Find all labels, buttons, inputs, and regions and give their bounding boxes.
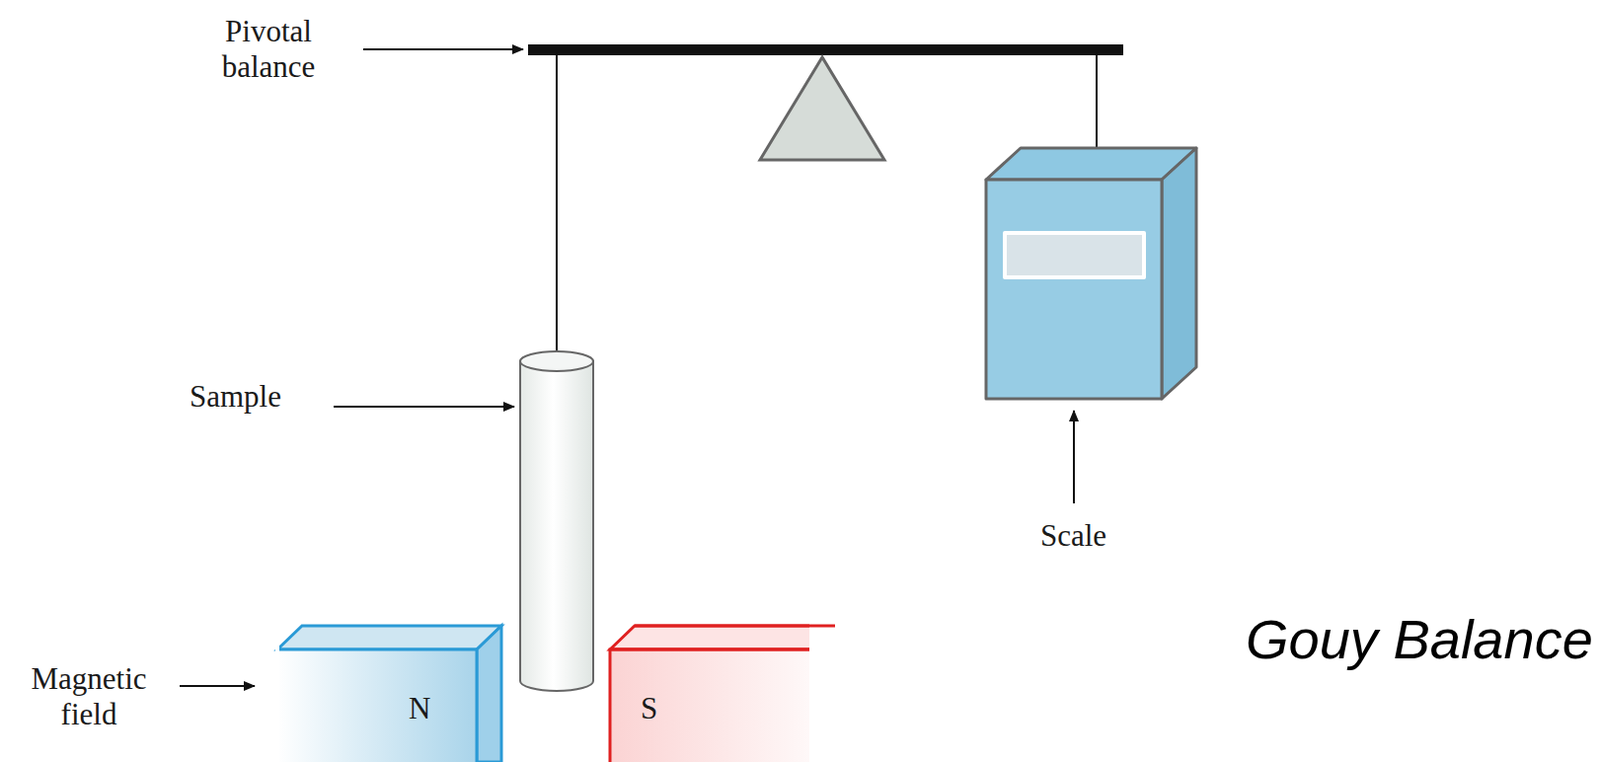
leader-arrow — [363, 48, 524, 51]
callout-label: Sample — [189, 379, 282, 415]
leader-arrow — [333, 405, 515, 408]
callout-label: Scale — [1040, 518, 1107, 554]
north-magnet — [275, 625, 502, 762]
balance-beam — [528, 44, 1124, 56]
pivot — [760, 57, 885, 160]
pole-letter: N — [408, 690, 431, 727]
magnet-pole: S — [611, 651, 808, 762]
leader-arrow — [179, 685, 255, 687]
magnet-pole: N — [279, 651, 475, 762]
leader-arrow — [1072, 410, 1075, 504]
callout-label: Magnetic field — [14, 661, 163, 732]
diagram-title: Gouy Balance — [1245, 608, 1594, 672]
callout-label: Pivotal balance — [189, 13, 348, 84]
south-magnet — [609, 619, 849, 762]
sample-tube — [520, 351, 594, 691]
scale-box — [986, 148, 1197, 399]
pole-letter: S — [640, 690, 658, 727]
string — [555, 55, 558, 362]
